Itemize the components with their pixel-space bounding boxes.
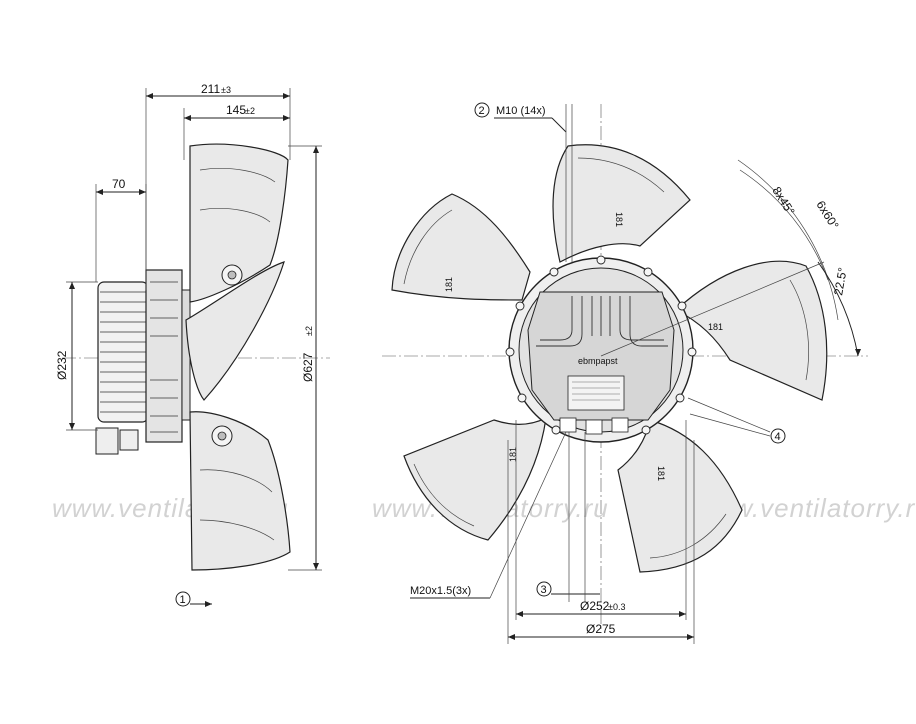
dim-fan-diameter: Ø627 ±2 xyxy=(288,145,322,571)
svg-text:181: 181 xyxy=(656,466,666,481)
thread-m20-label: M20x1.5(3x) xyxy=(410,585,471,597)
dim-252-tol: ±0.3 xyxy=(608,602,625,612)
dim-blade-depth: 145 ±2 xyxy=(183,103,290,160)
mounting-bolts xyxy=(505,255,697,435)
svg-text:181: 181 xyxy=(444,277,454,292)
dim-627-tol: ±2 xyxy=(304,326,314,336)
motor-body xyxy=(95,269,191,455)
svg-text:4: 4 xyxy=(775,431,781,443)
dim-145: 145 xyxy=(226,103,246,117)
thread-m10-label: M10 (14x) xyxy=(496,105,546,117)
dim-252: Ø252 xyxy=(580,599,610,613)
front-blades xyxy=(391,144,828,573)
svg-text:181: 181 xyxy=(614,212,624,227)
svg-text:2: 2 xyxy=(479,105,485,117)
side-view: 211 ±3 145 ±2 70 Ø232 xyxy=(55,82,330,607)
brand-logo-text: ebmpapst xyxy=(578,356,618,366)
angle-6x60: 6x60° xyxy=(813,198,841,232)
callout-2: 2 M10 (14x) xyxy=(474,102,573,262)
blade-marks: 181 181 181 181 181 xyxy=(444,212,723,481)
svg-text:1: 1 xyxy=(180,594,186,606)
dim-232: Ø232 xyxy=(55,350,69,380)
front-view: ebmpapst 181 181 181 181 181 2 M10 (14x) xyxy=(382,102,868,644)
dim-627: Ø627 xyxy=(301,352,315,382)
dim-145-tol: ±2 xyxy=(245,106,255,116)
dim-70: 70 xyxy=(112,177,126,191)
dim-outer-circle: Ø275 xyxy=(507,440,695,644)
dim-motor-depth: 70 xyxy=(95,177,147,282)
dim-motor-diameter: Ø232 xyxy=(55,281,98,431)
angle-22-5: 22.5° xyxy=(831,266,850,296)
rating-plate xyxy=(567,375,625,411)
angle-8x45: 8x45° xyxy=(769,184,797,218)
svg-text:3: 3 xyxy=(541,584,547,596)
callout-1: 1 xyxy=(175,591,212,607)
dim-275: Ø275 xyxy=(586,622,616,636)
callout-m20: M20x1.5(3x) xyxy=(410,431,567,599)
dim-bolt-circle: Ø252 ±0.3 xyxy=(515,420,687,620)
callout-3: 3 xyxy=(536,432,600,602)
electronics-board: ebmpapst xyxy=(527,291,675,435)
svg-text:181: 181 xyxy=(708,322,723,332)
side-blades xyxy=(185,143,291,571)
callout-4: 4 xyxy=(687,397,786,444)
svg-text:181: 181 xyxy=(508,447,518,462)
dim-211: 211 xyxy=(201,82,220,96)
dim-211-tol: ±3 xyxy=(221,85,231,95)
